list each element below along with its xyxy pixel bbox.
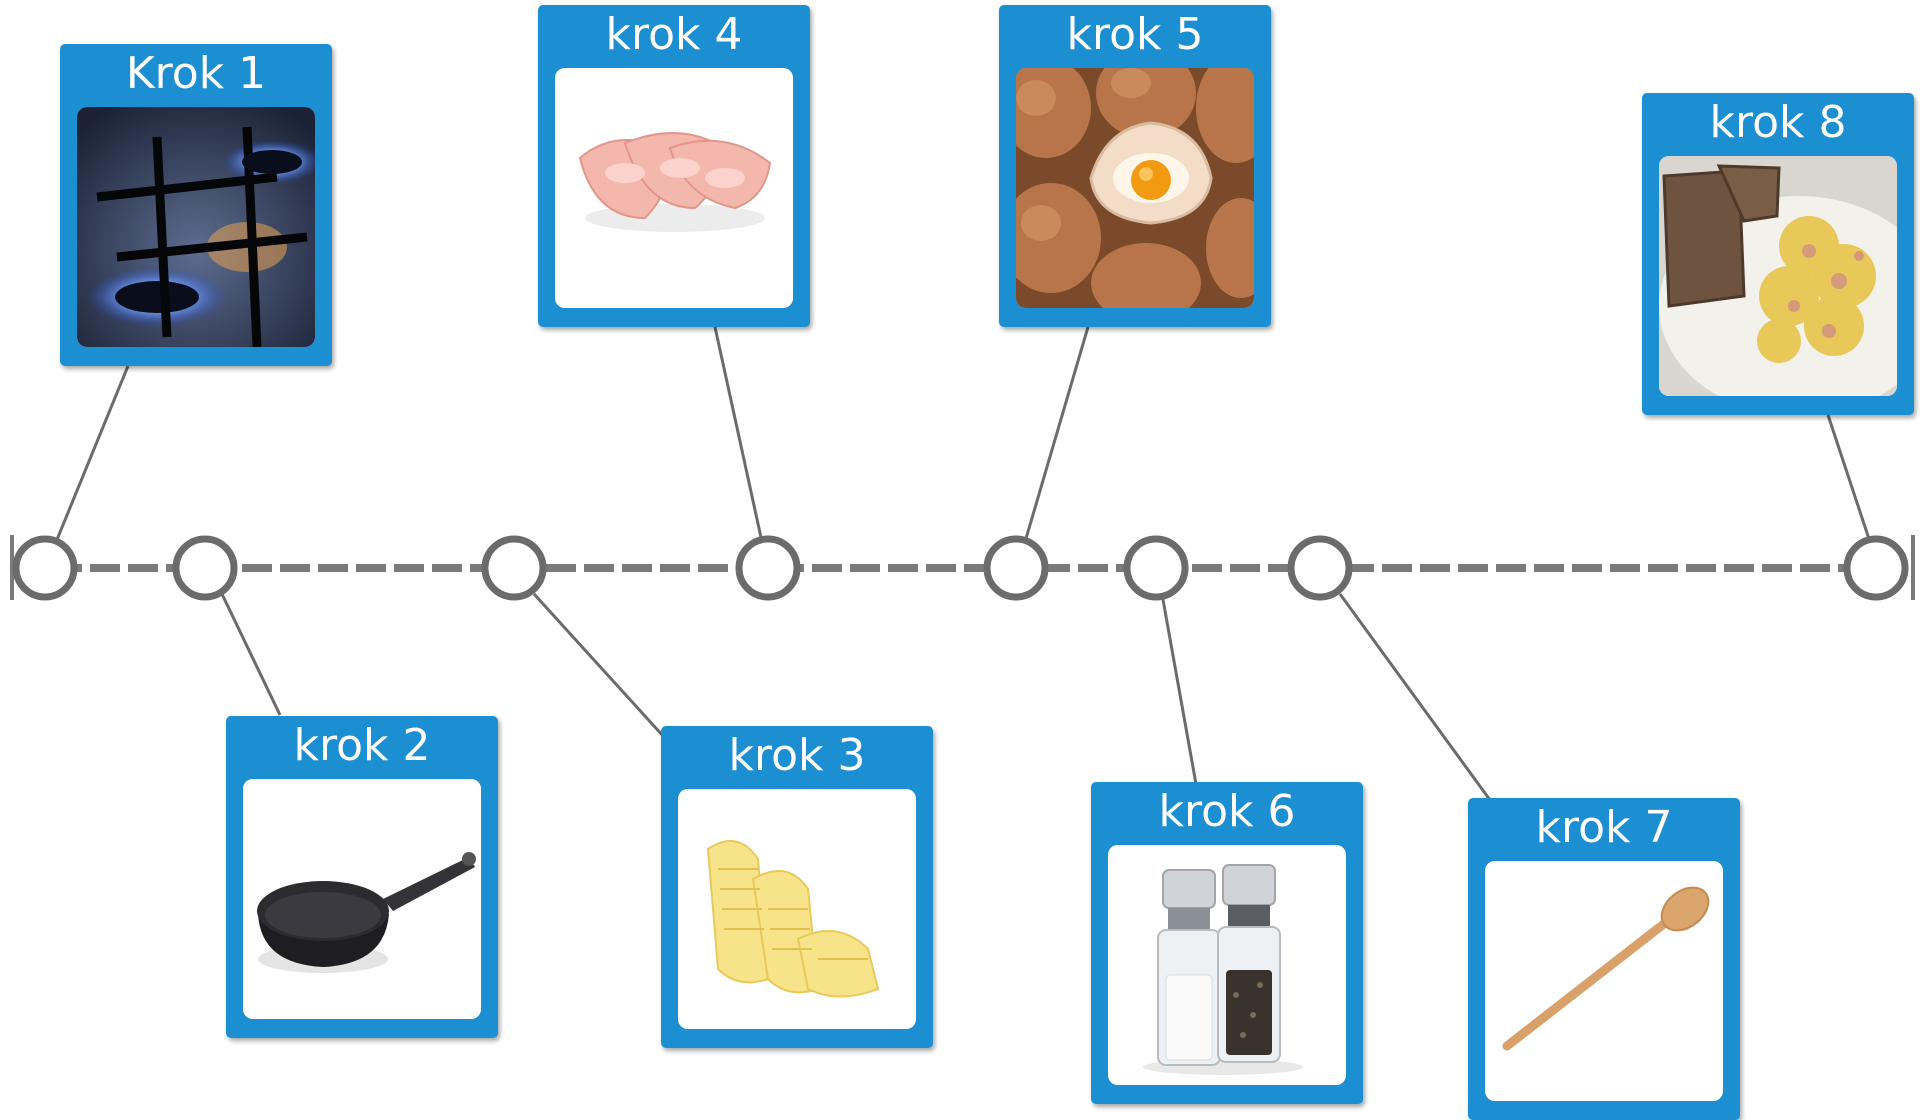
step-label: krok 8 xyxy=(1709,97,1847,148)
connector-step-4 xyxy=(713,326,764,543)
timeline-node-8 xyxy=(1843,535,1909,601)
step-label: krok 7 xyxy=(1535,802,1673,853)
butter-curls-photo xyxy=(678,789,916,1029)
timeline-node-7 xyxy=(1287,535,1353,601)
timeline-node-3 xyxy=(481,535,547,601)
connector-step-2 xyxy=(220,593,282,716)
timeline-node-4 xyxy=(735,535,801,601)
ham-slices-photo xyxy=(555,68,793,308)
salt-pepper-photo xyxy=(1108,845,1346,1085)
connector-step-8 xyxy=(1826,414,1872,543)
connector-step-7 xyxy=(1338,593,1492,801)
step-label: krok 3 xyxy=(728,730,866,781)
timeline-node-2 xyxy=(172,535,238,601)
step-card-5: krok 5 xyxy=(999,5,1271,327)
step-label: Krok 1 xyxy=(125,48,267,99)
frying-pan-photo xyxy=(243,779,481,1019)
connector-step-1 xyxy=(54,365,130,543)
connector-step-5 xyxy=(1023,326,1090,543)
gas-stove-photo xyxy=(77,107,315,347)
step-label: krok 6 xyxy=(1158,786,1296,837)
step-card-3: krok 3 xyxy=(661,726,933,1048)
connector-step-6 xyxy=(1160,593,1198,785)
step-label: krok 2 xyxy=(293,720,431,771)
wooden-spoon-photo xyxy=(1485,861,1723,1101)
timeline-node-1 xyxy=(12,535,78,601)
step-card-1: Krok 1 xyxy=(60,44,332,366)
step-label: krok 4 xyxy=(605,9,743,60)
step-label: krok 5 xyxy=(1066,9,1204,60)
connector-step-3 xyxy=(532,592,666,739)
step-card-6: krok 6 xyxy=(1091,782,1363,1104)
timeline-node-6 xyxy=(1123,535,1189,601)
step-card-4: krok 4 xyxy=(538,5,810,327)
timeline-node-5 xyxy=(983,535,1049,601)
step-card-2: krok 2 xyxy=(226,716,498,1038)
step-card-8: krok 8 xyxy=(1642,93,1914,415)
eggs-photo xyxy=(1016,68,1254,308)
step-card-7: krok 7 xyxy=(1468,798,1740,1120)
scrambled-eggs-photo xyxy=(1659,156,1897,396)
